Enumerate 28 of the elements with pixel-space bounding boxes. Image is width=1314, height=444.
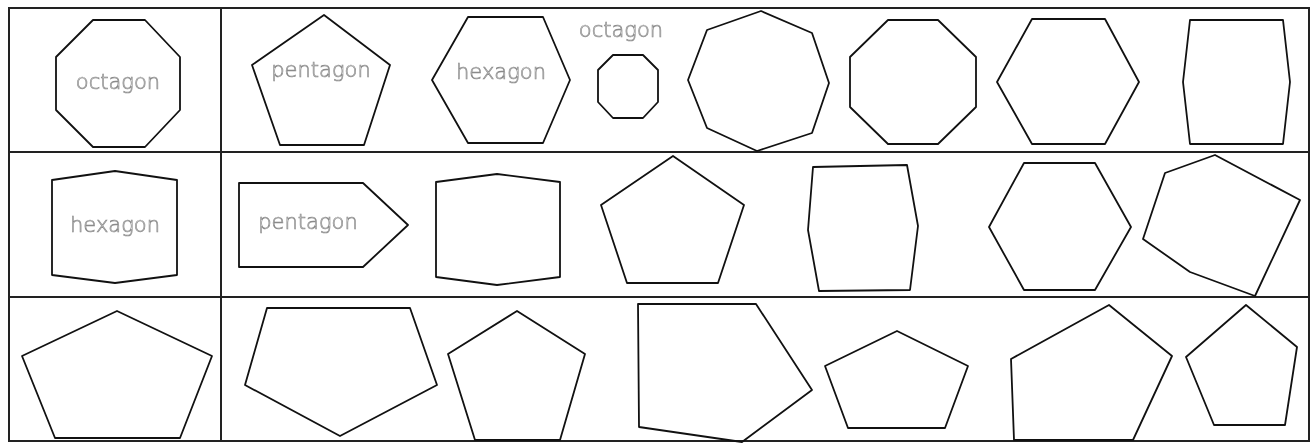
pentagon-shape bbox=[448, 311, 585, 440]
hexagon-shape bbox=[1183, 20, 1290, 144]
hexagon-shape bbox=[436, 174, 560, 285]
hexagon-shape bbox=[52, 171, 177, 283]
pentagon-shape bbox=[1011, 305, 1172, 440]
hexagon-shape bbox=[808, 165, 918, 291]
tracing-word: pentagon bbox=[258, 210, 358, 234]
pentagon-shape bbox=[601, 156, 744, 283]
tracing-word: hexagon bbox=[70, 213, 160, 237]
hexagon-shape bbox=[432, 17, 570, 143]
octagon-shape bbox=[579, 18, 663, 118]
tracing-word: hexagon bbox=[456, 60, 546, 84]
pentagon-shape bbox=[825, 331, 968, 428]
hexagon-shape bbox=[997, 19, 1139, 144]
hexagon-shape bbox=[1143, 155, 1300, 296]
pentagon-shape bbox=[638, 304, 812, 442]
pentagon-shape bbox=[239, 183, 408, 267]
pentagon-shape bbox=[22, 311, 212, 438]
octagon-shape bbox=[56, 20, 180, 147]
pentagon-shape bbox=[252, 15, 390, 145]
tracing-word: octagon bbox=[578, 18, 664, 42]
tracing-word: octagon bbox=[75, 70, 161, 94]
octagon-shape bbox=[688, 11, 829, 151]
tracing-word: pentagon bbox=[271, 58, 371, 82]
pentagon-shape bbox=[245, 308, 437, 436]
hexagon-shape bbox=[989, 163, 1131, 290]
octagon-shape bbox=[850, 20, 976, 144]
pentagon-shape bbox=[1186, 305, 1297, 425]
